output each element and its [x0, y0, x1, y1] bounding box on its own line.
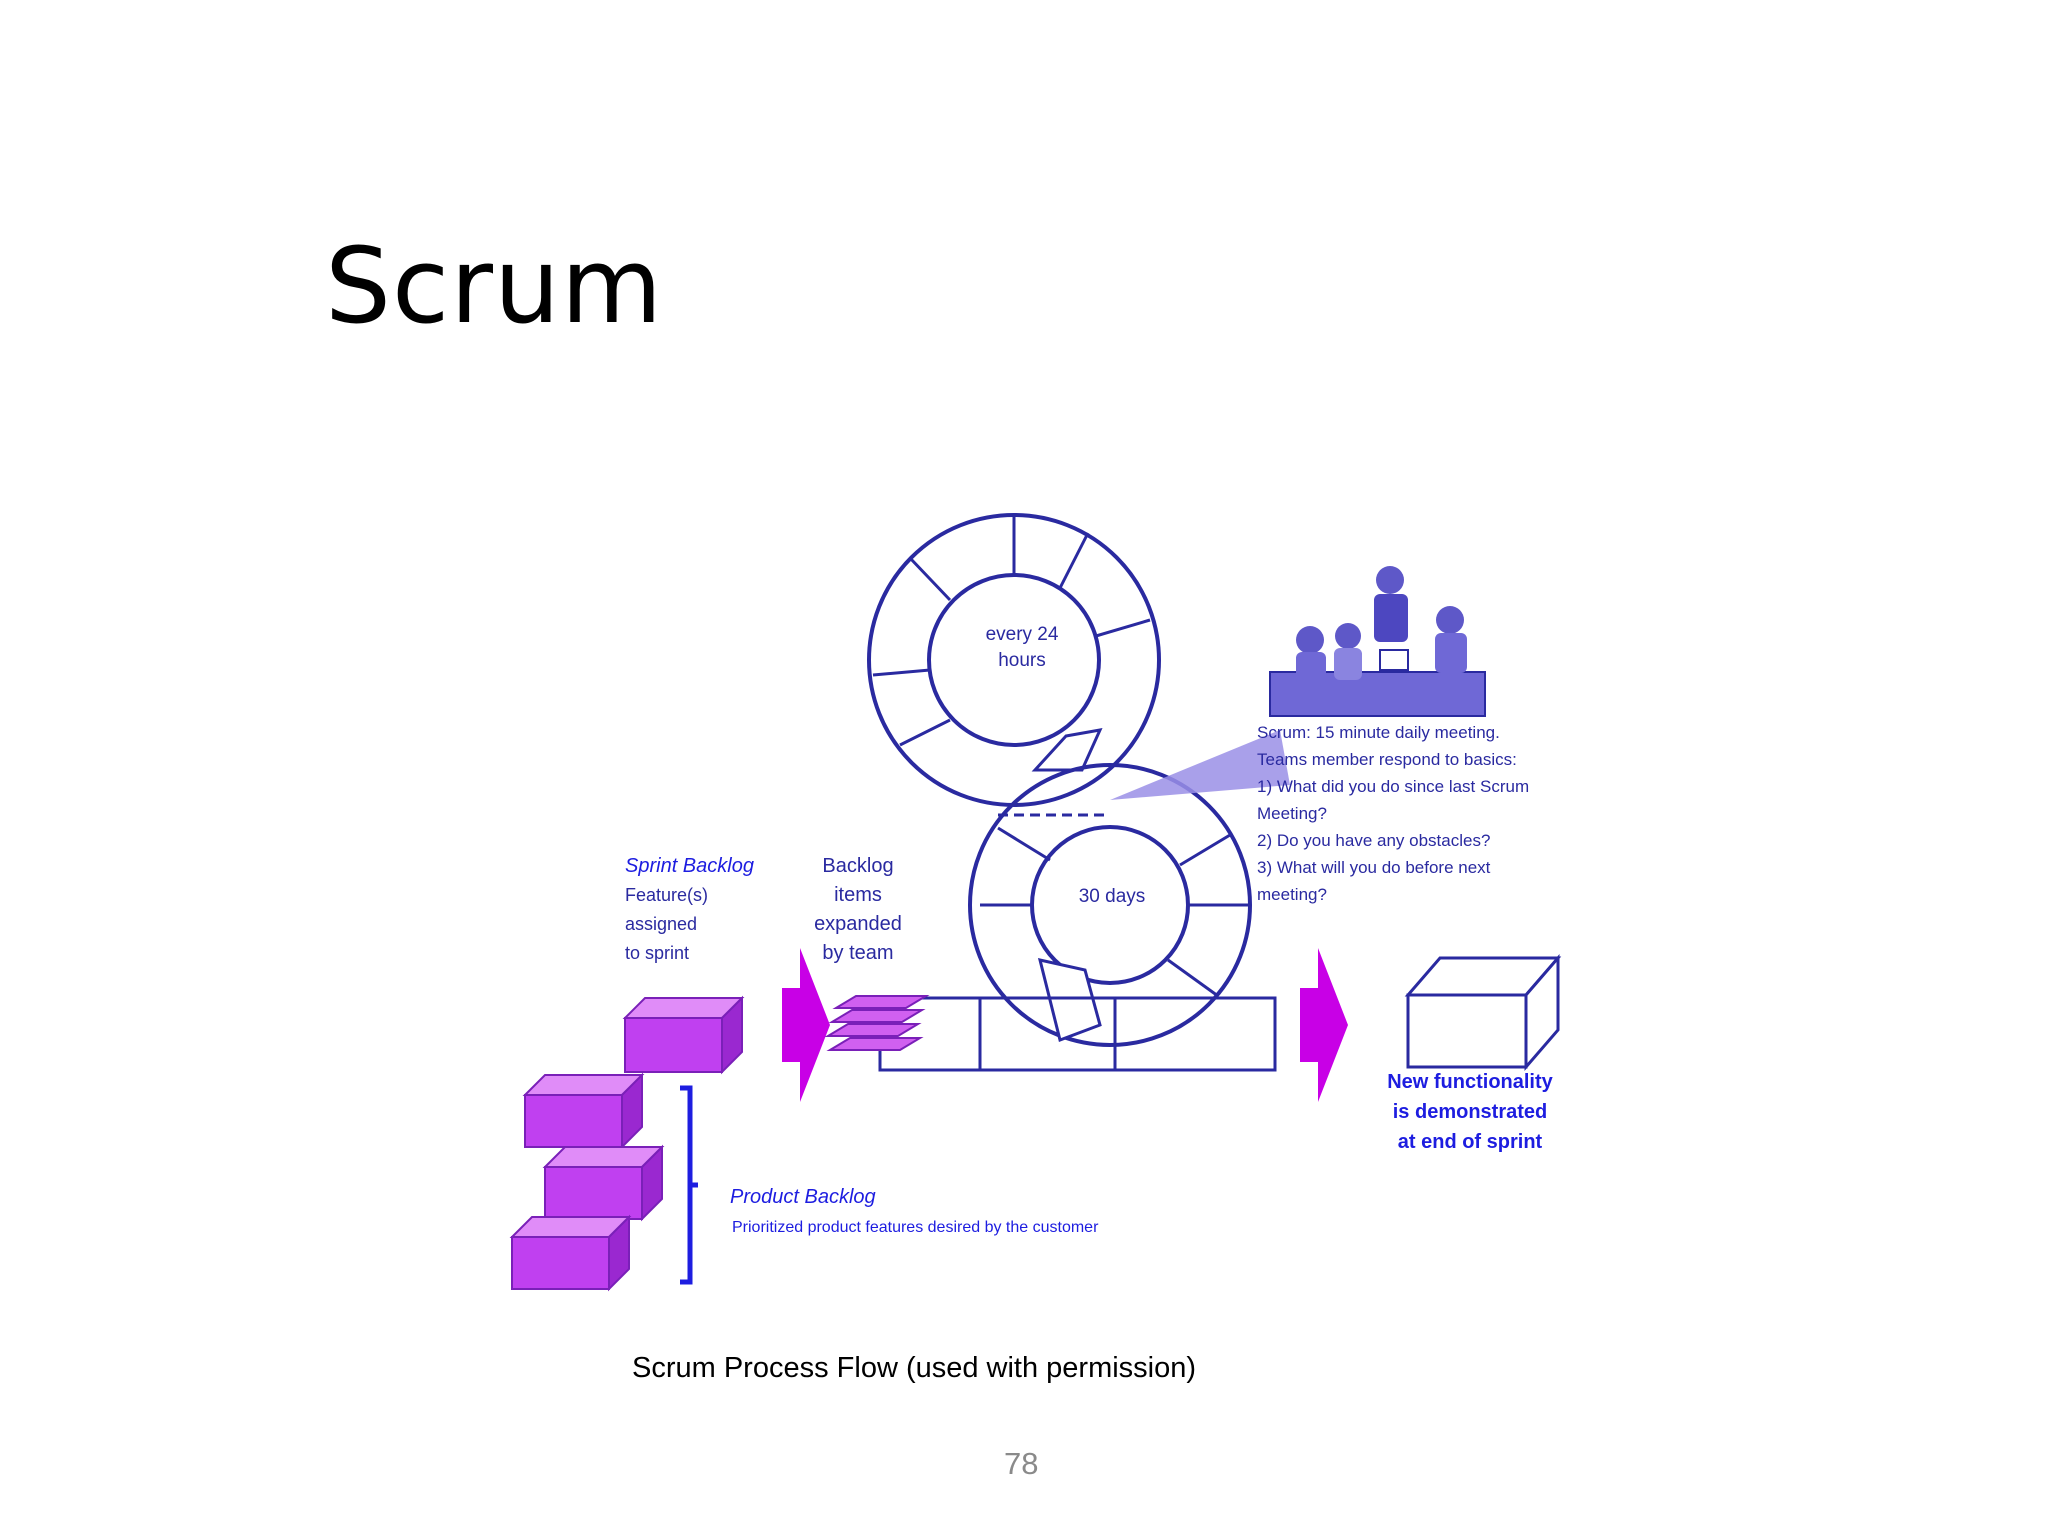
new-functionality-line-3: at end of sprint	[1398, 1131, 1543, 1153]
new-functionality-label: New functionality is demonstrated at end…	[1387, 1071, 1553, 1153]
page-number: 78	[1004, 1446, 1039, 1481]
sprint-backlog-title: Sprint Backlog	[625, 855, 754, 877]
arrow-to-new-functionality	[1300, 948, 1348, 1102]
meeting-text-line-1: Scrum: 15 minute daily meeting.	[1257, 723, 1500, 742]
sprint-backlog-line-1: Feature(s)	[625, 885, 708, 905]
backlog-items-line-3: expanded	[814, 913, 902, 935]
backlog-items-line-2: items	[834, 884, 882, 906]
meeting-text-line-7: meeting?	[1257, 885, 1327, 904]
sprint-cycle-label: 30 days	[1079, 886, 1146, 907]
meeting-callout	[1110, 730, 1290, 800]
product-backlog-blocks	[509, 1072, 665, 1292]
meeting-text-line-6: 3) What will you do before next	[1257, 858, 1491, 877]
meeting-text-line-2: Teams member respond to basics:	[1257, 750, 1517, 769]
backlog-items-line-1: Backlog	[822, 855, 893, 877]
sprint-timeline	[878, 996, 1277, 1072]
meeting-text-line-4: Meeting?	[1257, 804, 1327, 823]
new-functionality-line-2: is demonstrated	[1393, 1101, 1547, 1123]
product-backlog-title: Product Backlog	[730, 1186, 876, 1208]
figure-caption: Scrum Process Flow (used with permission…	[632, 1352, 1197, 1384]
new-functionality-line-1: New functionality	[1387, 1071, 1553, 1093]
slide-title: Scrum	[325, 225, 664, 347]
daily-meeting-description: Scrum: 15 minute daily meeting. Teams me…	[1257, 723, 1529, 904]
product-backlog-description: Prioritized product features desired by …	[732, 1219, 1099, 1236]
expanded-backlog-stack	[824, 995, 930, 1051]
sprint-cycle-ring	[968, 763, 1252, 1047]
meeting-text-line-5: 2) Do you have any obstacles?	[1257, 831, 1490, 850]
backlog-items-expanded-label: Backlog items expanded by team	[814, 855, 902, 964]
meeting-text-line-3: 1) What did you do since last Scrum	[1257, 777, 1529, 796]
scrum-process-diagram: every 24 hours 30 days Scrum: 15 minute …	[509, 513, 1562, 1292]
daily-cycle-label-line-2: hours	[998, 650, 1046, 671]
sprint-backlog-line-2: assigned	[625, 914, 697, 934]
arrow-to-backlog-items	[782, 948, 830, 1102]
daily-cycle-arrow	[1031, 728, 1103, 772]
new-functionality-box	[1404, 953, 1562, 1072]
sprint-backlog-block	[622, 995, 745, 1075]
daily-cycle-label-line-1: every 24	[986, 624, 1059, 645]
team-meeting-illustration	[1269, 566, 1486, 717]
sprint-backlog-line-3: to sprint	[625, 943, 689, 963]
backlog-items-line-4: by team	[822, 942, 893, 964]
product-backlog-bracket	[680, 1085, 698, 1285]
sprint-cycle-arrow	[1037, 958, 1102, 1042]
